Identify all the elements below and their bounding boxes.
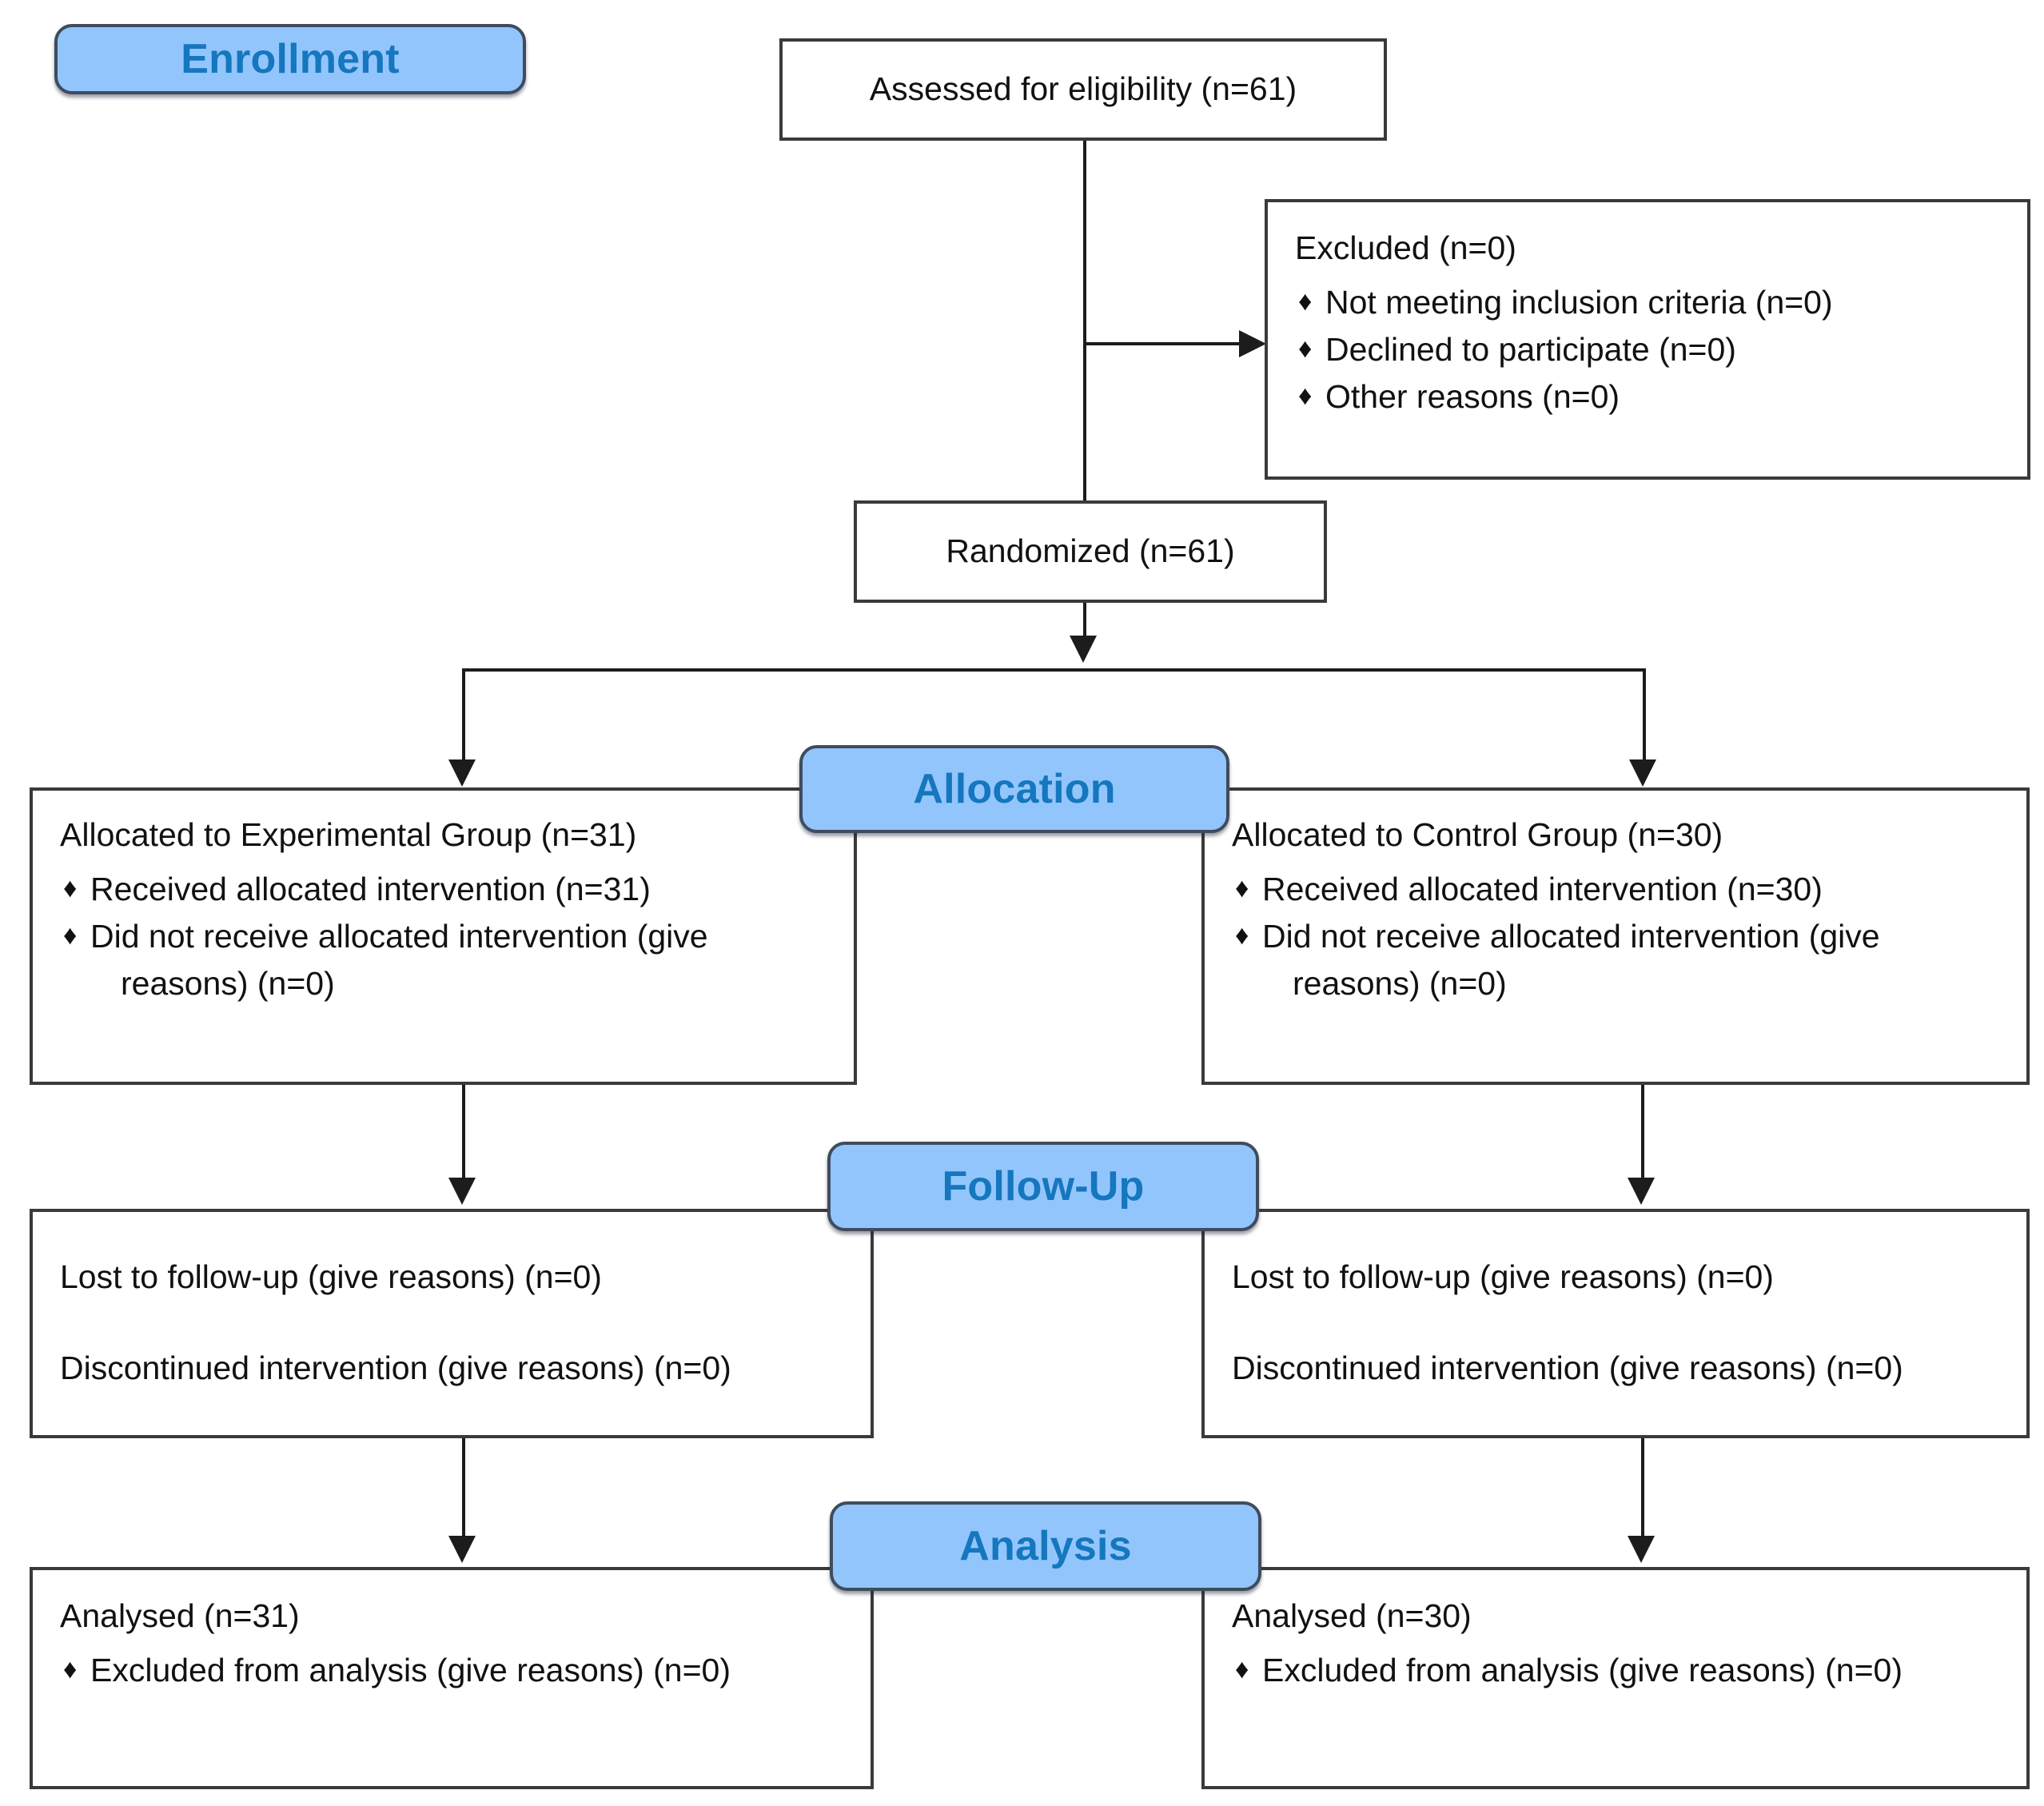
stage-badge-analysis-label: Analysis	[959, 1523, 1132, 1569]
followup-left-line1: Lost to follow-up (give reasons) (n=0)	[60, 1258, 602, 1295]
analysis-right-heading: Analysed (n=30)	[1232, 1597, 1472, 1634]
diamond-bullet-icon: ♦	[63, 1654, 78, 1684]
diamond-bullet-icon: ♦	[1298, 286, 1313, 317]
connector-assessed-to-randomized	[1083, 141, 1086, 500]
list-item: ♦ Excluded from analysis (give reasons) (…	[1232, 1647, 2018, 1694]
list-item-label: Excluded from analysis (give reasons) (n…	[1262, 1652, 1903, 1688]
list-item-label-cont: reasons) (n=0)	[121, 965, 335, 1003]
stage-badge-analysis: Analysis	[830, 1501, 1261, 1591]
arrow-to-alloc-right-icon	[1629, 759, 1656, 787]
connector-followup-right-to-analysis	[1641, 1438, 1644, 1539]
node-randomized: Randomized (n=61)	[854, 500, 1327, 603]
stage-badge-follow-up-label: Follow-Up	[942, 1163, 1145, 1210]
connector-alloc-right-to-followup	[1641, 1085, 1644, 1181]
list-item: ♦ Received allocated intervention (n=31)	[60, 866, 846, 913]
list-item: ♦ Other reasons (n=0)	[1295, 373, 2019, 421]
analysis-right-list: ♦ Excluded from analysis (give reasons) (…	[1232, 1647, 2018, 1694]
list-item-label: Excluded from analysis (give reasons) (n…	[90, 1652, 731, 1688]
node-followup-experimental: Lost to follow-up (give reasons) (n=0) D…	[30, 1209, 874, 1438]
list-item-label: Not meeting inclusion criteria (n=0)	[1325, 284, 1833, 321]
arrow-to-alloc-left-icon	[448, 759, 476, 787]
stage-badge-enrollment: Enrollment	[54, 24, 526, 94]
connector-split-bar	[462, 668, 1646, 672]
list-item-label: Other reasons (n=0)	[1325, 378, 1620, 416]
diamond-bullet-icon: ♦	[1298, 381, 1313, 412]
arrow-to-excluded-icon	[1239, 330, 1266, 357]
alloc-left-list: ♦Received allocated intervention (n=31) …	[60, 866, 846, 1007]
randomized-text: Randomized (n=61)	[946, 532, 1235, 569]
stage-badge-enrollment-label: Enrollment	[181, 36, 400, 82]
analysis-left-heading: Analysed (n=31)	[60, 1597, 300, 1634]
connector-alloc-left-to-followup	[462, 1085, 465, 1181]
node-allocation-experimental: Allocated to Experimental Group (n=31) ♦…	[30, 787, 857, 1085]
list-item: ♦ Declined to participate (n=0)	[1295, 326, 2019, 373]
diamond-bullet-icon: ♦	[63, 873, 78, 903]
followup-right-line1: Lost to follow-up (give reasons) (n=0)	[1232, 1258, 1774, 1295]
alloc-left-heading: Allocated to Experimental Group (n=31)	[60, 816, 637, 853]
stage-badge-allocation-label: Allocation	[913, 766, 1116, 812]
node-excluded: Excluded (n=0) ♦ Not meeting inclusion cr…	[1265, 199, 2030, 480]
alloc-right-list: ♦Received allocated intervention (n=30) …	[1232, 866, 2018, 1007]
arrow-to-followup-left-icon	[448, 1178, 476, 1205]
list-item-label: Received allocated intervention (n=30)	[1262, 871, 1823, 907]
list-item-label: Declined to participate (n=0)	[1325, 331, 1736, 369]
arrow-to-followup-right-icon	[1628, 1178, 1655, 1205]
diamond-bullet-icon: ♦	[1235, 873, 1249, 903]
diamond-bullet-icon: ♦	[1298, 333, 1313, 365]
node-allocation-control: Allocated to Control Group (n=30) ♦ Recei…	[1201, 787, 2030, 1085]
list-item: ♦ Not meeting inclusion criteria (n=0)	[1295, 279, 2019, 326]
list-item: ♦ Did not receive allocated intervention …	[60, 913, 846, 1007]
connector-randomized-down	[1083, 603, 1086, 640]
connector-to-excluded	[1083, 342, 1243, 345]
excluded-heading: Excluded (n=0)	[1295, 229, 1516, 266]
node-analysis-experimental: Analysed (n=31) ♦ Excluded from analysis …	[30, 1567, 874, 1789]
connector-split-right	[1643, 668, 1646, 763]
alloc-right-heading: Allocated to Control Group (n=30)	[1232, 816, 1723, 853]
stage-badge-follow-up: Follow-Up	[827, 1142, 1259, 1231]
arrow-to-analysis-right-icon	[1628, 1536, 1655, 1563]
diamond-bullet-icon: ♦	[63, 920, 78, 951]
assessed-text: Assessed for eligibility (n=61)	[869, 70, 1297, 107]
followup-right-line2: Discontinued intervention (give reasons)…	[1232, 1350, 1903, 1386]
stage-badge-allocation: Allocation	[799, 745, 1229, 833]
analysis-left-list: ♦ Excluded from analysis (give reasons) (…	[60, 1647, 863, 1694]
list-item-label: Received allocated intervention (n=31)	[90, 871, 651, 907]
list-item: ♦ Did not receive allocated intervention …	[1232, 913, 2018, 1007]
node-analysis-control: Analysed (n=30) ♦ Excluded from analysis …	[1201, 1567, 2030, 1789]
node-followup-control: Lost to follow-up (give reasons) (n=0) D…	[1201, 1209, 2030, 1438]
list-item-label: Did not receive allocated intervention (…	[90, 918, 708, 955]
diamond-bullet-icon: ♦	[1235, 920, 1249, 951]
list-item: ♦ Excluded from analysis (give reasons) (…	[60, 1647, 863, 1694]
arrow-randomized-icon	[1070, 636, 1097, 663]
arrow-to-analysis-left-icon	[448, 1536, 476, 1563]
list-item-label: Did not receive allocated intervention (…	[1262, 918, 1880, 955]
excluded-reason-list: ♦ Not meeting inclusion criteria (n=0) ♦ D…	[1295, 279, 2019, 421]
node-assessed-for-eligibility: Assessed for eligibility (n=61)	[779, 38, 1387, 141]
connector-followup-left-to-analysis	[462, 1438, 465, 1539]
list-item-label-cont: reasons) (n=0)	[1293, 965, 1507, 1003]
followup-left-line2: Discontinued intervention (give reasons)…	[60, 1350, 731, 1386]
connector-split-left	[462, 668, 465, 763]
list-item: ♦ Received allocated intervention (n=30)	[1232, 866, 2018, 913]
diamond-bullet-icon: ♦	[1235, 1654, 1249, 1684]
